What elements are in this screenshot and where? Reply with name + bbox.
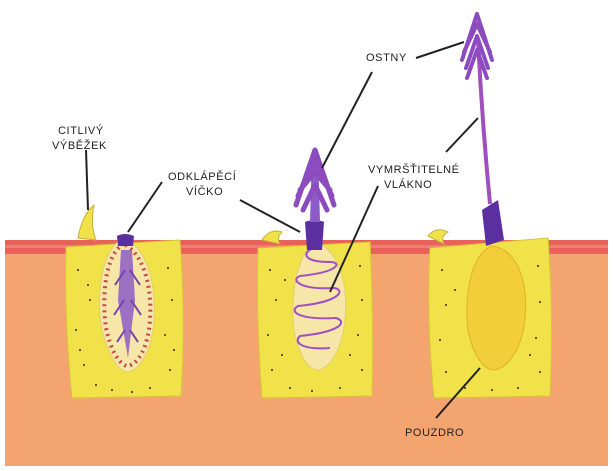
operculum: [305, 220, 324, 250]
leader-citlivy: [86, 150, 88, 210]
leader-ostny-left: [322, 72, 372, 168]
cell-resting: [66, 205, 184, 398]
leader-vicko-left: [128, 182, 162, 232]
label-citlivy-line1: CITLIVÝ: [58, 124, 104, 137]
label-vicko-line1: ODKLÁPĚCÍ: [168, 170, 237, 183]
label-ostny: OSTNY: [366, 52, 407, 64]
cnidocil: [78, 205, 96, 240]
operculum: [482, 200, 504, 246]
leader-vlakno-right: [446, 118, 478, 152]
leader-ostny-right: [416, 42, 464, 58]
cell-discharged: [428, 14, 552, 398]
leader-vicko-right: [240, 200, 300, 232]
label-vicko-line2: VÍČKO: [186, 185, 223, 198]
cell-discharging: [258, 150, 373, 398]
operculum: [117, 234, 134, 246]
label-citlivy-line2: VÝBĚŽEK: [52, 139, 107, 152]
label-pouzdro: POUZDRO: [405, 427, 464, 439]
label-vlakno-line2: VLÁKNO: [384, 178, 432, 191]
label-vlakno-line1: VYMRŠŤITELNÉ: [368, 163, 460, 176]
